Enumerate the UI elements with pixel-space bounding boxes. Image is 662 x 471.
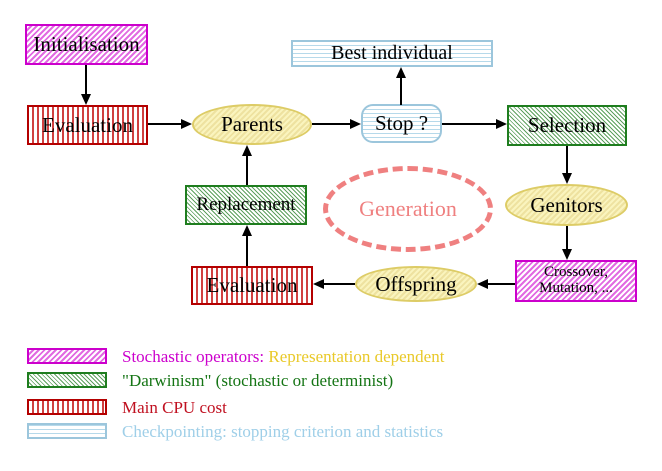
arrow-evaluation-to-replacement-head xyxy=(242,225,252,236)
node-initialisation-label: Initialisation xyxy=(33,32,140,57)
node-generation-label: Generation xyxy=(359,196,457,222)
legend-swatch-checkpointing xyxy=(27,423,107,439)
node-best-individual: Best individual xyxy=(291,40,493,67)
arrow-crossover-to-offspring-line xyxy=(488,283,515,285)
legend-swatch-darwinism xyxy=(27,372,107,388)
arrow-replacement-to-parents-head xyxy=(242,145,252,156)
node-parents-label: Parents xyxy=(221,112,283,137)
arrow-stop-to-selection-head xyxy=(496,119,507,129)
node-best-individual-label: Best individual xyxy=(331,42,453,64)
arrow-evaluation-to-parents-head xyxy=(181,119,192,129)
node-parents: Parents xyxy=(192,104,312,145)
node-generation: Generation xyxy=(323,166,493,252)
arrow-crossover-to-offspring-head xyxy=(477,279,488,289)
node-crossover-line2: Mutation, ... xyxy=(539,280,613,296)
arrow-initialisation-to-evaluation-head xyxy=(81,94,91,105)
legend-label-stochastic-operators: Stochastic operators: xyxy=(122,347,265,366)
legend-label-checkpointing: Checkpointing: stopping criterion and st… xyxy=(122,422,444,441)
arrow-initialisation-to-evaluation-line xyxy=(85,65,87,96)
node-stop-label: Stop ? xyxy=(374,111,429,136)
legend-swatch-main-cpu-cost xyxy=(27,399,107,415)
node-genitors: Genitors xyxy=(505,184,628,226)
node-replacement: Replacement xyxy=(185,185,307,225)
arrow-genitors-to-crossover-line xyxy=(566,226,568,250)
node-selection-label: Selection xyxy=(527,113,607,138)
arrow-replacement-to-parents-line xyxy=(246,156,248,185)
arrow-stop-to-best-individual-head xyxy=(396,67,406,78)
node-replacement-label: Replacement xyxy=(196,194,296,216)
node-crossover-mutation: Crossover, Mutation, ... xyxy=(515,260,637,302)
legend-swatch-stochastic-operators xyxy=(27,348,107,364)
node-evaluation-bottom-label: Evaluation xyxy=(206,273,298,298)
node-evaluation-top: Evaluation xyxy=(27,105,148,145)
legend-row-stochastic-operators: Stochastic operators: Representation dep… xyxy=(122,347,444,367)
arrow-evaluation-to-replacement-line xyxy=(246,236,248,266)
node-offspring: Offspring xyxy=(355,266,477,302)
legend-label-darwinism: "Darwinism" (stochastic or determinist) xyxy=(122,371,394,390)
node-crossover-line1: Crossover, xyxy=(544,264,608,281)
node-selection: Selection xyxy=(507,105,627,146)
node-evaluation-bottom: Evaluation xyxy=(191,266,313,305)
arrow-offspring-to-evaluation-head xyxy=(313,279,324,289)
arrow-evaluation-to-parents-line xyxy=(148,123,182,125)
arrow-parents-to-stop-line xyxy=(312,123,351,125)
arrow-stop-to-best-individual-line xyxy=(400,77,402,105)
node-stop: Stop ? xyxy=(361,104,442,143)
arrow-stop-to-selection-line xyxy=(442,123,497,125)
arrow-selection-to-genitors-line xyxy=(566,146,568,174)
arrow-parents-to-stop-head xyxy=(350,119,361,129)
node-initialisation: Initialisation xyxy=(25,24,148,65)
arrow-genitors-to-crossover-head xyxy=(562,249,572,260)
legend-label-main-cpu-cost: Main CPU cost xyxy=(122,398,227,417)
legend-label-representation-dependent: Representation dependent xyxy=(268,347,445,366)
arrow-offspring-to-evaluation-line xyxy=(324,283,355,285)
arrow-selection-to-genitors-head xyxy=(562,173,572,184)
node-genitors-label: Genitors xyxy=(530,192,603,217)
node-offspring-label: Offspring xyxy=(375,271,457,296)
node-evaluation-top-label: Evaluation xyxy=(42,112,133,137)
